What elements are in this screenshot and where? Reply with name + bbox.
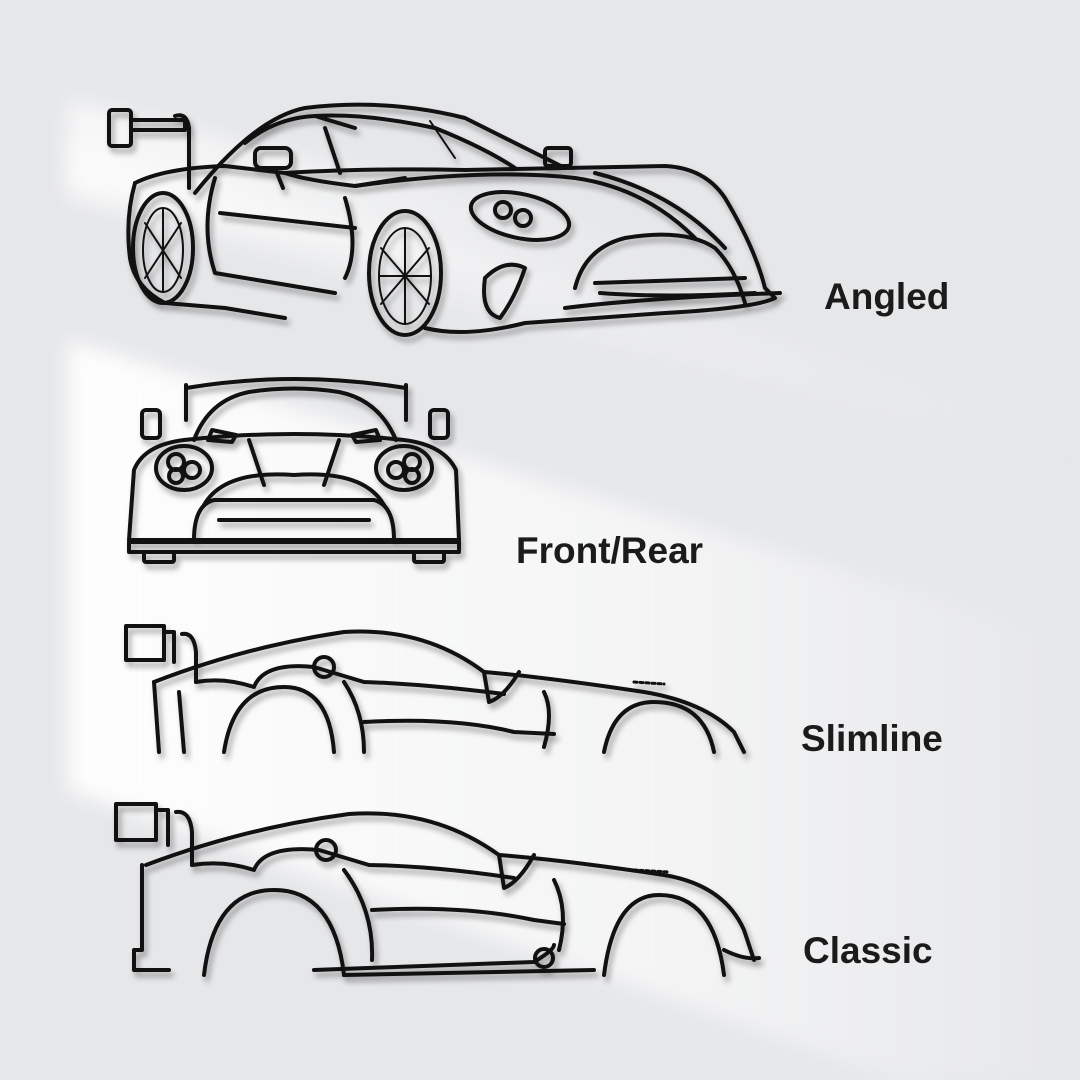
variant-label-front-rear: Front/Rear [516, 530, 704, 571]
car-angled [105, 98, 795, 348]
variant-label-slimline: Slimline [801, 718, 943, 759]
car-classic [114, 800, 764, 980]
variant-label-classic: Classic [803, 930, 933, 971]
car-front-rear [124, 377, 464, 575]
car-slimline [124, 622, 764, 757]
variant-label-angled: Angled [824, 276, 950, 317]
